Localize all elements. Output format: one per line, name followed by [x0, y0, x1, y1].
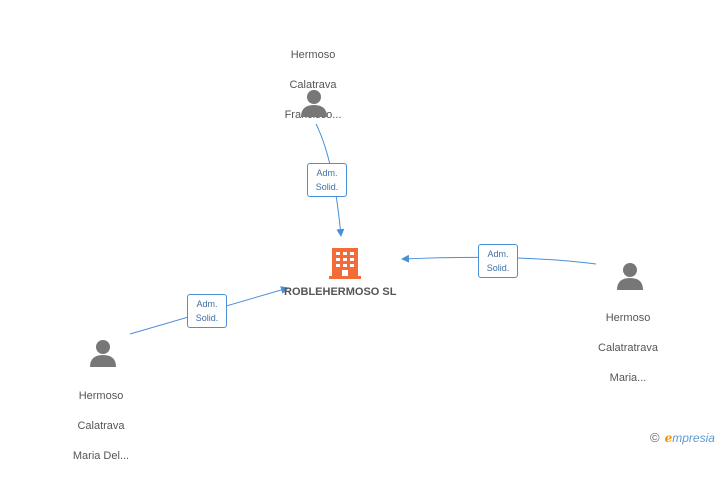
relation-role: Adm.	[487, 249, 509, 259]
person-name-left[interactable]: Hermoso Calatrava Maria Del...	[46, 374, 156, 479]
relation-type: Solid.	[486, 263, 510, 273]
person-name-line: Hermoso	[78, 390, 124, 402]
relation-label[interactable]: Adm. Solid.	[478, 244, 518, 278]
person-name-line: Maria Del...	[72, 450, 130, 462]
relation-role: Adm.	[196, 299, 218, 309]
person-name-right[interactable]: Hermoso Calatratrava Maria...	[573, 296, 683, 401]
relation-role: Adm.	[316, 168, 338, 178]
relation-label[interactable]: Adm. Solid.	[307, 163, 347, 197]
person-name-line: Maria...	[609, 372, 647, 384]
brand-name: mpresia	[672, 431, 715, 445]
person-name-line: Calatrava	[77, 420, 125, 432]
relation-type: Solid.	[195, 313, 219, 323]
brand-initial: e	[664, 431, 673, 445]
building-icon[interactable]	[329, 245, 361, 279]
person-icon[interactable]	[88, 338, 118, 368]
relation-type: Solid.	[315, 182, 339, 192]
company-name[interactable]: ROBLEHERMOSO SL	[284, 286, 397, 298]
person-name-top[interactable]: Hermoso Calatrava Francisco...	[258, 33, 368, 138]
empresia-logo[interactable]: © empresia	[650, 430, 715, 445]
person-name-line: Calatratrava	[598, 342, 658, 354]
relation-label[interactable]: Adm. Solid.	[187, 294, 227, 328]
person-name-line: Hermoso	[290, 49, 336, 61]
copyright-icon: ©	[650, 430, 660, 445]
person-icon[interactable]	[299, 88, 329, 118]
person-name-line: Hermoso	[605, 312, 651, 324]
person-icon[interactable]	[615, 261, 645, 291]
person-name-line: Calatrava	[289, 79, 337, 91]
